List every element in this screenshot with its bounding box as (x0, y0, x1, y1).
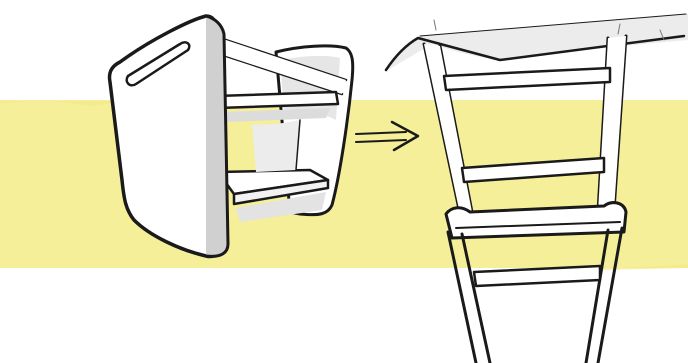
inner-shadow (252, 120, 300, 172)
ladder-rung-1 (444, 68, 610, 90)
panel-edge (206, 16, 228, 256)
ladder-rung-3 (474, 266, 600, 286)
middle-shelf (216, 92, 338, 108)
